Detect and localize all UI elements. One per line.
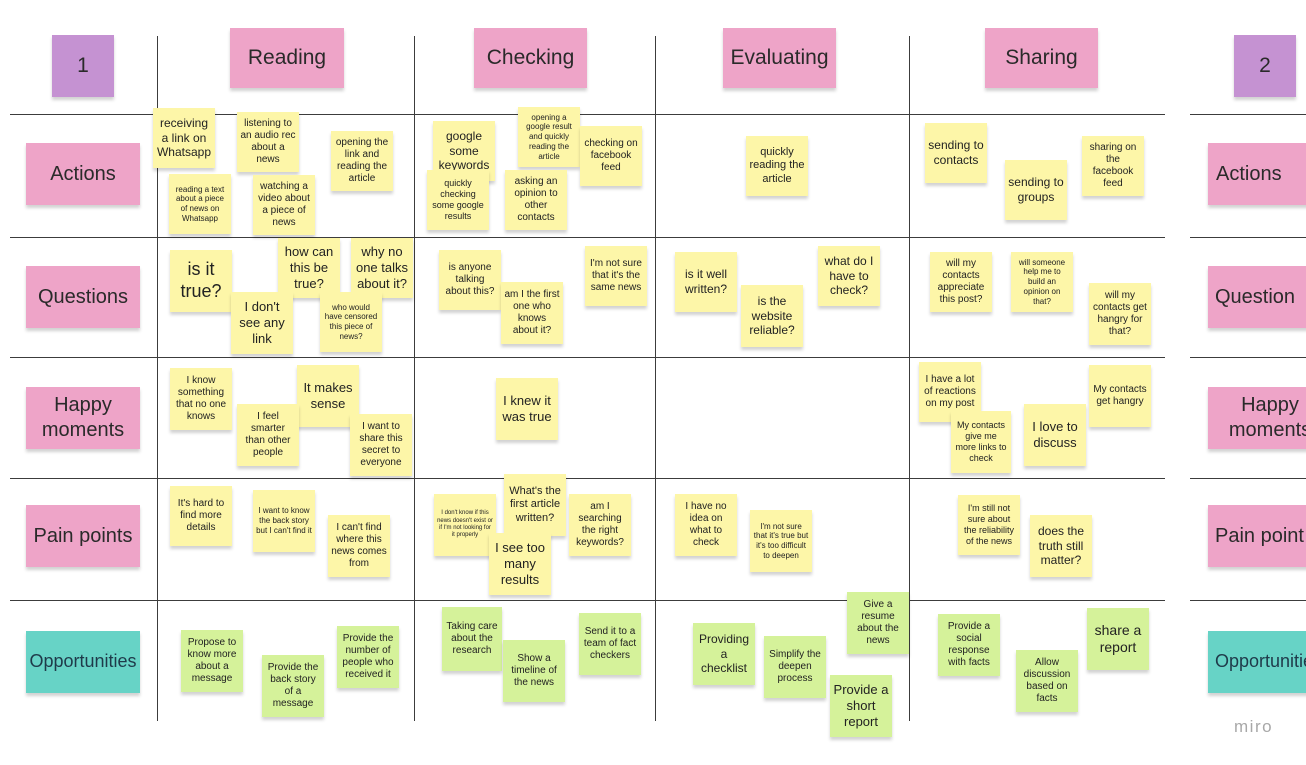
sticky-note[interactable]: What's the first article written? bbox=[504, 474, 566, 536]
sticky-note[interactable]: am I the first one who knows about it? bbox=[501, 282, 563, 344]
sticky-note[interactable]: I want to know the back story but I can'… bbox=[253, 490, 315, 552]
column-divider bbox=[414, 36, 415, 721]
sticky-note[interactable]: I feel smarter than other people bbox=[237, 404, 299, 466]
row-label-questions[interactable]: Questions bbox=[26, 266, 140, 328]
sticky-note[interactable]: sending to contacts bbox=[925, 123, 987, 183]
sticky-note[interactable]: reading a text about a piece of news on … bbox=[169, 174, 231, 234]
column-header-evaluating[interactable]: Evaluating bbox=[723, 28, 836, 88]
row-divider bbox=[10, 478, 1165, 479]
sticky-note[interactable]: sending to groups bbox=[1005, 160, 1067, 220]
row-label-questions-right[interactable]: Question bbox=[1208, 266, 1306, 328]
sticky-note[interactable]: sharing on the facebook feed bbox=[1082, 136, 1144, 196]
sticky-note[interactable]: I love to discuss bbox=[1024, 404, 1086, 466]
row-divider bbox=[1190, 114, 1306, 115]
sticky-note[interactable]: will my contacts appreciate this post? bbox=[930, 252, 992, 312]
row-divider bbox=[1190, 478, 1306, 479]
sticky-note[interactable]: why no one talks about it? bbox=[351, 238, 413, 298]
row-divider bbox=[1190, 237, 1306, 238]
sticky-note[interactable]: My contacts give me more links to check bbox=[951, 411, 1011, 473]
row-label-happy-moments[interactable]: Happy moments bbox=[26, 387, 140, 449]
sticky-note[interactable]: does the truth still matter? bbox=[1030, 515, 1092, 577]
sticky-note[interactable]: It makes sense bbox=[297, 365, 359, 427]
row-label-happy-moments-right[interactable]: Happy moments bbox=[1208, 387, 1306, 449]
sticky-note[interactable]: is it true? bbox=[170, 250, 232, 312]
sticky-note[interactable]: I don't see any link bbox=[231, 292, 293, 354]
column-header-checking[interactable]: Checking bbox=[474, 28, 587, 88]
row-divider bbox=[10, 600, 1165, 601]
row-divider bbox=[10, 114, 1165, 115]
column-header-sharing[interactable]: Sharing bbox=[985, 28, 1098, 88]
sticky-note[interactable]: how can this be true? bbox=[278, 238, 340, 298]
column-divider bbox=[655, 36, 656, 721]
sticky-note[interactable]: Send it to a team of fact checkers bbox=[579, 613, 641, 675]
sticky-note[interactable]: It's hard to find more details bbox=[170, 486, 232, 546]
row-divider bbox=[10, 357, 1165, 358]
sticky-note[interactable]: Provide the back story of a message bbox=[262, 655, 324, 717]
miro-logo: miro bbox=[1234, 717, 1274, 736]
sticky-note[interactable]: Taking care about the research bbox=[442, 607, 502, 671]
sticky-note[interactable]: will someone help me to build an opinion… bbox=[1011, 252, 1073, 312]
sticky-note[interactable]: I can't find where this news comes from bbox=[328, 515, 390, 577]
phase-number-note[interactable]: 1 bbox=[52, 35, 114, 97]
phase-number-note[interactable]: 2 bbox=[1234, 35, 1296, 97]
sticky-note[interactable]: I see too many results bbox=[489, 533, 551, 595]
row-label-opportunities[interactable]: Opportunities bbox=[26, 631, 140, 693]
sticky-note[interactable]: Providing a checklist bbox=[693, 623, 755, 685]
sticky-note[interactable]: I knew it was true bbox=[496, 378, 558, 440]
sticky-note[interactable]: quickly reading the article bbox=[746, 136, 808, 196]
sticky-note[interactable]: will my contacts get hangry for that? bbox=[1089, 283, 1151, 345]
sticky-note[interactable]: Provide a short report bbox=[830, 675, 892, 737]
row-divider bbox=[1190, 600, 1306, 601]
sticky-note[interactable]: Show a timeline of the news bbox=[503, 640, 565, 702]
sticky-note[interactable]: Propose to know more about a message bbox=[181, 630, 243, 692]
sticky-note[interactable]: share a report bbox=[1087, 608, 1149, 670]
sticky-note[interactable]: Allow discussion based on facts bbox=[1016, 650, 1078, 712]
sticky-note[interactable]: am I searching the right keywords? bbox=[569, 494, 631, 556]
sticky-note[interactable]: Give a resume about the news bbox=[847, 592, 909, 654]
sticky-note[interactable]: what do I have to check? bbox=[818, 246, 880, 306]
sticky-note[interactable]: Simplify the deepen process bbox=[764, 636, 826, 698]
column-divider bbox=[157, 36, 158, 721]
sticky-note[interactable]: My contacts get hangry bbox=[1089, 365, 1151, 427]
sticky-note[interactable]: is the website reliable? bbox=[741, 285, 803, 347]
sticky-note[interactable]: quickly checking some google results bbox=[427, 170, 489, 230]
sticky-note[interactable]: is anyone talking about this? bbox=[439, 250, 501, 310]
sticky-note[interactable]: checking on facebook feed bbox=[580, 126, 642, 186]
sticky-note[interactable]: receiving a link on Whatsapp bbox=[153, 108, 215, 168]
sticky-note[interactable]: Provide a social response with facts bbox=[938, 614, 1000, 676]
sticky-note[interactable]: watching a video about a piece of news bbox=[253, 175, 315, 235]
sticky-note[interactable]: I'm still not sure about the reliability… bbox=[958, 495, 1020, 555]
sticky-note[interactable]: asking an opinion to other contacts bbox=[505, 170, 567, 230]
sticky-note[interactable]: is it well written? bbox=[675, 252, 737, 312]
sticky-note[interactable]: listening to an audio rec about a news bbox=[237, 112, 299, 172]
row-label-pain-points-right[interactable]: Pain point bbox=[1208, 505, 1306, 567]
sticky-note[interactable]: I don't know if this news doesn't exist … bbox=[434, 494, 496, 556]
column-header-reading[interactable]: Reading bbox=[230, 28, 344, 88]
sticky-note[interactable]: I'm not sure that it's the same news bbox=[585, 246, 647, 306]
row-label-pain-points[interactable]: Pain points bbox=[26, 505, 140, 567]
sticky-note[interactable]: Provide the number of people who receive… bbox=[337, 626, 399, 688]
sticky-note[interactable]: I have no idea on what to check bbox=[675, 494, 737, 556]
sticky-note[interactable]: I want to share this secret to everyone bbox=[350, 414, 412, 476]
row-label-actions-right[interactable]: Actions bbox=[1208, 143, 1306, 205]
row-label-actions[interactable]: Actions bbox=[26, 143, 140, 205]
column-divider bbox=[909, 36, 910, 721]
row-divider bbox=[1190, 357, 1306, 358]
sticky-note[interactable]: I'm not sure that it's true but it's too… bbox=[750, 510, 812, 572]
sticky-note[interactable]: I know something that no one knows bbox=[170, 368, 232, 430]
sticky-note[interactable]: opening the link and reading the article bbox=[331, 131, 393, 191]
row-label-opportunities-right[interactable]: Opportunitie bbox=[1208, 631, 1306, 693]
sticky-note[interactable]: opening a google result and quickly read… bbox=[518, 107, 580, 167]
row-divider bbox=[10, 237, 1165, 238]
sticky-note[interactable]: who would have censored this piece of ne… bbox=[320, 292, 382, 352]
